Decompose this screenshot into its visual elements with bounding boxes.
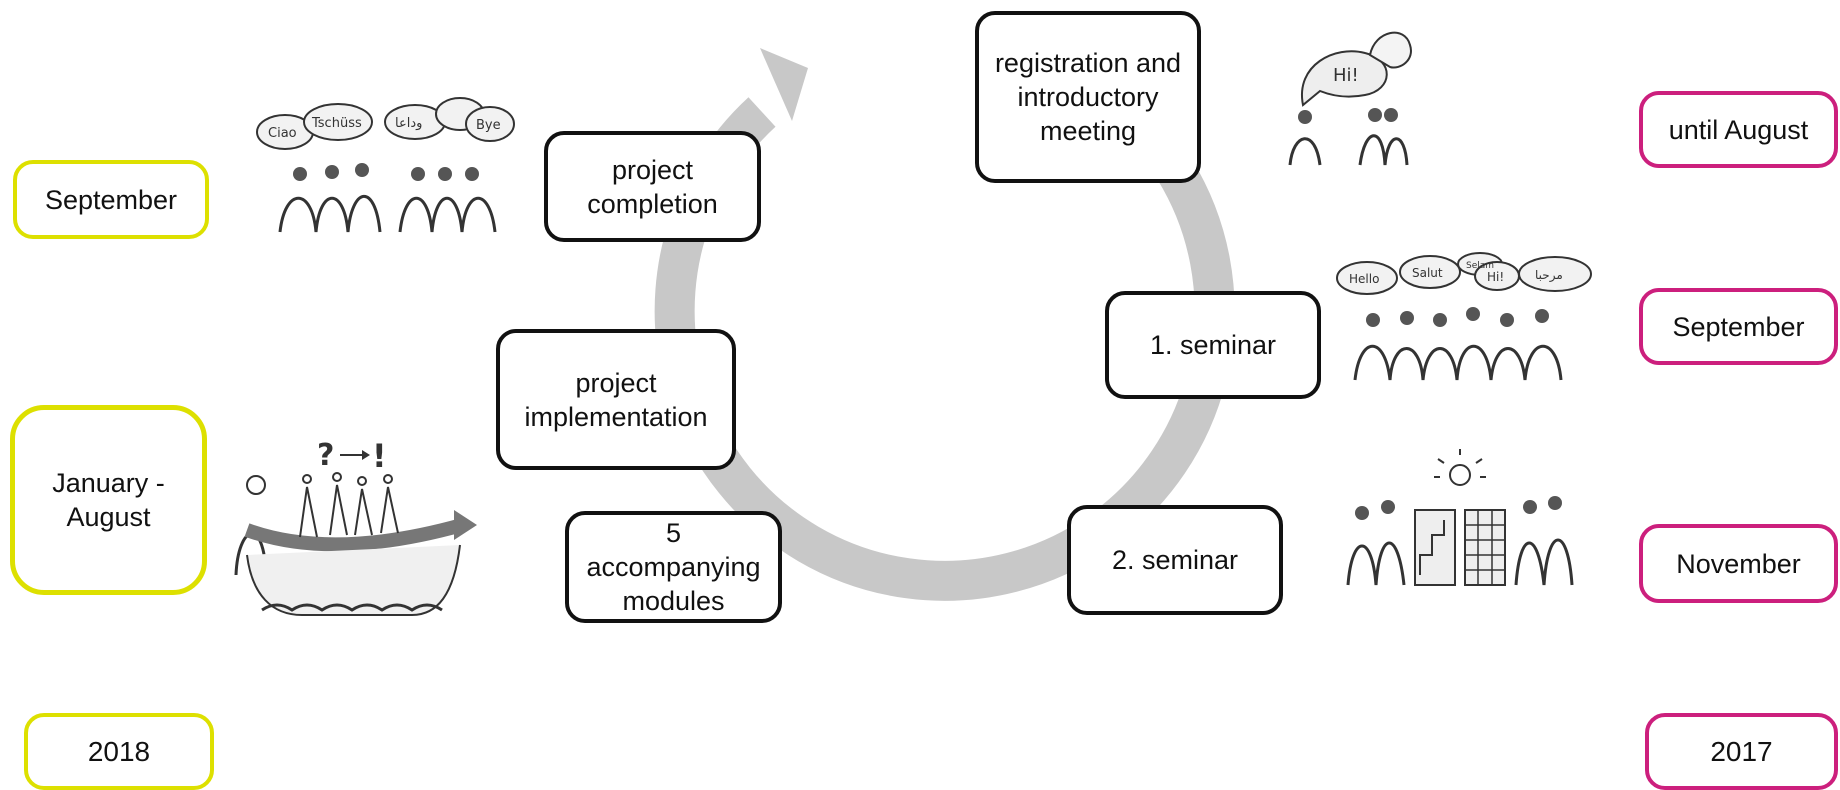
timeline-2017-until-august: until August [1639,91,1838,168]
sketch-hi-bubble: Hi! [1288,31,1412,166]
farewell-word: Tschüss [311,116,362,131]
timeline-2017-november: November [1639,524,1838,603]
year-label: 2017 [1710,735,1773,767]
step-seminar-1-label: 1. seminar [1149,330,1277,360]
greeting-word: Hello [1349,272,1379,286]
greeting-word: مرحبا [1535,268,1563,283]
farewell-word: Ciao [268,126,297,141]
step-modules-label: 5 accompanying modules [586,518,761,616]
svg-text:?: ? [317,438,334,473]
year-2017-badge: 2017 [1645,713,1838,790]
farewell-word: وداعا [395,116,422,131]
step-seminar-2-label: 2. seminar [1111,545,1239,575]
step-seminar-2: 2. seminar [1067,505,1283,615]
step-registration: registration and introductory meeting [975,11,1201,183]
month-label: January - August [52,468,165,532]
svg-text:Hi!: Hi! [1333,65,1359,86]
timeline-2018-january-august: January - August [10,405,207,595]
farewell-word: Bye [476,118,501,133]
sketch-idea-board [1346,449,1574,586]
step-completion-label: project completion [587,154,718,219]
greeting-word: Hi! [1487,270,1504,284]
month-label: September [1672,311,1805,342]
step-registration-label: registration and introductory meeting [994,48,1182,146]
month-label: September [44,184,178,215]
month-label: November [1676,548,1801,579]
timeline-2018-september: September [13,160,209,239]
sketch-seminar-greetings: Hello Salut Selam Hi! مرحبا [1336,252,1592,381]
year-label: 2018 [87,735,151,767]
step-seminar-1: 1. seminar [1105,291,1321,399]
sketch-farewells: Ciao Tschüss وداعا Bye [256,97,515,233]
cycle-arrow-head [760,48,808,121]
month-label: until August [1668,114,1809,145]
step-implementation-label: project implementation [524,367,708,432]
year-2018-badge: 2018 [24,713,214,790]
step-implementation: project implementation [496,329,736,470]
svg-text:!: ! [372,437,387,475]
sketch-project-path: ? ! [234,437,477,616]
step-completion: project completion [544,131,761,242]
timeline-2017-september: September [1639,288,1838,365]
greeting-word: Salut [1412,266,1443,280]
step-modules: 5 accompanying modules [565,511,782,623]
greeting-word: Selam [1466,261,1494,271]
